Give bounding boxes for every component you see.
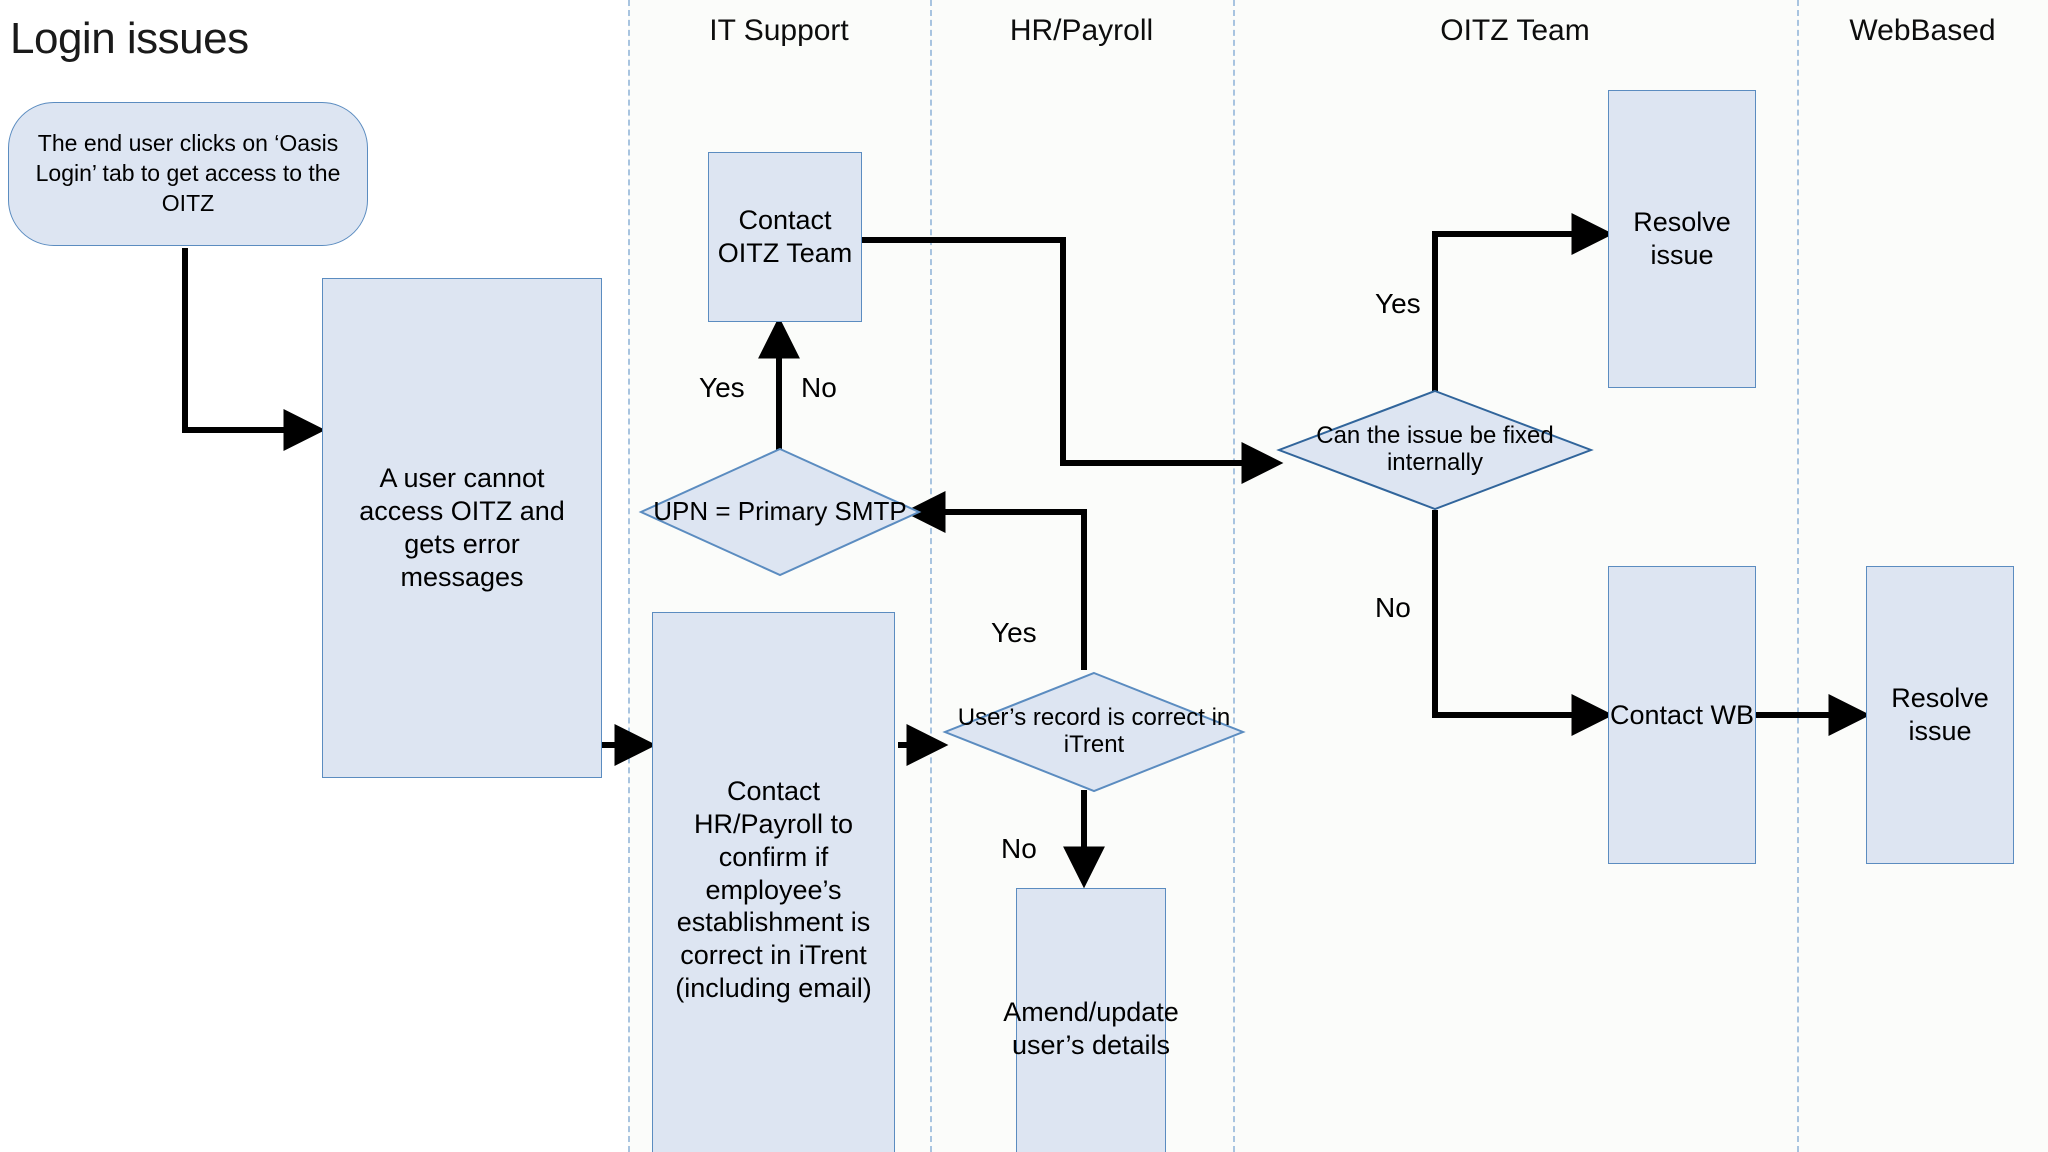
lane-header-webbased: WebBased [1849, 14, 1996, 47]
process-resolve-issue-oitz[interactable]: Resolve issue [1608, 90, 1756, 388]
process-resolve-issue-wb[interactable]: Resolve issue [1866, 566, 2014, 864]
lane-divider-4 [1797, 0, 1799, 1152]
lane-header-oitz-team: OITZ Team [1440, 14, 1590, 47]
decision-can-issue-be-fixed-internally[interactable]: Can the issue be fixed internally [1276, 389, 1594, 511]
process-contact-wb[interactable]: Contact WB [1608, 566, 1756, 864]
process-user-cannot-access[interactable]: A user cannot access OITZ and gets error… [322, 278, 602, 778]
lane-divider-2 [930, 0, 932, 1152]
lane-header-it-support: IT Support [709, 14, 849, 47]
lane-divider-1 [628, 0, 630, 1152]
edge-label-upn-yes: Yes [699, 372, 745, 403]
decision-upn-primary-smtp[interactable]: UPN = Primary SMTP [638, 447, 922, 577]
page-title: Login issues [10, 14, 249, 63]
process-contact-oitz-team[interactable]: Contact OITZ Team [708, 152, 862, 322]
lane-header-hr-payroll: HR/Payroll [1009, 14, 1154, 47]
edge-label-internal-no: No [1375, 592, 1411, 623]
edge-label-internal-yes: Yes [1375, 288, 1421, 319]
edge-start-to-user-cannot-access [182, 248, 326, 451]
start-end-user-clicks[interactable]: The end user clicks on ‘Oasis Login’ tab… [8, 102, 368, 246]
process-amend-update-user-details[interactable]: Amend/update user’s details [1003, 888, 1179, 1152]
edge-label-record-yes: Yes [991, 617, 1037, 648]
edge-label-upn-no: No [801, 372, 837, 403]
lane-divider-3 [1233, 0, 1235, 1152]
decision-user-record-correct[interactable]: User’s record is correct in iTrent [942, 671, 1246, 793]
process-contact-hr-payroll[interactable]: Contact HR/Payroll to confirm if employe… [652, 612, 895, 1152]
edge-label-record-no: No [1001, 833, 1037, 864]
